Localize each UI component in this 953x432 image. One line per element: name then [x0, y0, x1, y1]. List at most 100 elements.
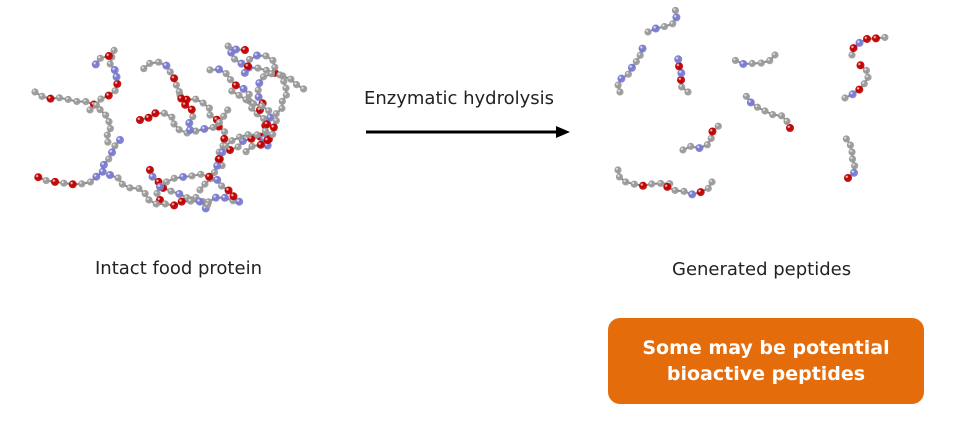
carbon-atom	[841, 94, 849, 102]
carbon-atom	[269, 130, 277, 139]
oxygen-atom	[231, 81, 240, 90]
oxygen-atom	[263, 136, 272, 145]
carbon-atom	[167, 187, 175, 195]
nitrogen-atom	[106, 171, 114, 179]
carbon-atom	[192, 95, 200, 103]
carbon-atom	[166, 68, 174, 76]
carbon-atom	[777, 112, 786, 120]
carbon-atom	[162, 178, 171, 186]
carbon-atom	[228, 87, 236, 95]
carbon-atom	[278, 104, 286, 112]
carbon-atom	[632, 58, 640, 66]
carbon-atom	[731, 56, 740, 65]
nitrogen-atom	[179, 172, 188, 181]
carbon-atom	[769, 111, 777, 119]
carbon-atom	[205, 104, 213, 112]
carbon-atom	[236, 133, 244, 141]
nitrogen-atom	[746, 98, 755, 107]
oxygen-atom	[170, 201, 179, 210]
carbon-atom	[175, 88, 183, 96]
carbon-atom	[669, 20, 677, 28]
molecule-chain	[663, 178, 716, 199]
carbon-atom	[679, 146, 687, 154]
carbon-atom	[278, 97, 286, 105]
oxygen-atom	[177, 94, 186, 103]
carbon-atom	[616, 88, 624, 96]
oxygen-atom	[144, 113, 153, 122]
carbon-atom	[624, 70, 632, 78]
nitrogen-atom	[651, 24, 660, 33]
oxygen-atom	[215, 155, 224, 164]
molecule-chain	[848, 33, 889, 59]
carbon-atom	[197, 170, 205, 178]
oxygen-atom	[696, 188, 705, 197]
carbon-atom	[708, 178, 716, 186]
oxygen-atom	[187, 105, 196, 114]
carbon-atom	[73, 97, 81, 106]
carbon-atom	[269, 56, 277, 65]
carbon-atom	[160, 109, 169, 117]
carbon-atom	[636, 51, 644, 59]
carbon-atom	[135, 184, 143, 193]
nitrogen-atom	[186, 126, 194, 134]
molecule-chain	[614, 44, 647, 96]
carbon-atom	[254, 64, 262, 72]
nitrogen-atom	[239, 84, 248, 93]
nitrogen-atom	[672, 13, 681, 22]
carbon-atom	[267, 70, 276, 78]
nitrogen-atom	[110, 66, 119, 75]
nitrogen-atom	[162, 61, 171, 70]
nitrogen-atom	[213, 161, 222, 170]
carbon-atom	[220, 112, 228, 120]
molecule-chain	[674, 55, 692, 96]
oxygen-atom	[170, 74, 179, 83]
molecule-chain	[731, 51, 779, 68]
nitrogen-atom	[214, 65, 223, 74]
hydrolysis-label: Enzymatic hydrolysis	[364, 88, 555, 109]
carbon-atom	[192, 127, 200, 135]
carbon-atom	[300, 85, 308, 93]
nitrogen-atom	[850, 168, 859, 177]
carbon-atom	[671, 186, 679, 195]
oxygen-atom	[269, 123, 278, 132]
carbon-atom	[221, 128, 229, 136]
oxygen-atom	[46, 94, 55, 103]
carbon-atom	[145, 196, 153, 204]
carbon-atom	[228, 137, 236, 145]
oxygen-atom	[51, 177, 60, 186]
oxygen-atom	[677, 76, 686, 85]
carbon-atom	[42, 176, 50, 185]
carbon-atom	[614, 166, 622, 174]
molecule-chain	[842, 135, 859, 182]
oxygen-atom	[229, 192, 238, 201]
nitrogen-atom	[253, 51, 262, 60]
carbon-atom	[230, 55, 239, 63]
carbon-atom	[282, 91, 290, 99]
molecule-chain	[644, 6, 681, 36]
nitrogen-atom	[108, 148, 117, 157]
nitrogen-atom	[677, 69, 686, 78]
carbon-atom	[261, 127, 270, 135]
carbon-atom	[630, 180, 638, 188]
nitrogen-atom	[218, 148, 227, 157]
nitrogen-atom	[237, 59, 246, 68]
oxygen-atom	[146, 166, 154, 174]
oxygen-atom	[786, 124, 794, 132]
carbon-atom	[253, 131, 261, 139]
carbon-atom	[218, 182, 226, 190]
nitrogen-atom	[211, 193, 220, 202]
carbon-atom	[615, 173, 624, 181]
carbon-atom	[224, 106, 232, 114]
carbon-atom	[206, 111, 214, 119]
oxygen-atom	[856, 61, 865, 70]
oxygen-atom	[263, 120, 272, 129]
oxygen-atom	[136, 116, 144, 124]
arrow-icon	[366, 126, 570, 138]
carbon-atom	[86, 106, 94, 114]
carbon-atom	[215, 118, 224, 127]
oxygen-atom	[863, 34, 872, 43]
bioactive-callout: Some may be potential bioactive peptides	[608, 318, 924, 404]
nitrogen-atom	[638, 44, 647, 53]
oxygen-atom	[871, 34, 880, 43]
